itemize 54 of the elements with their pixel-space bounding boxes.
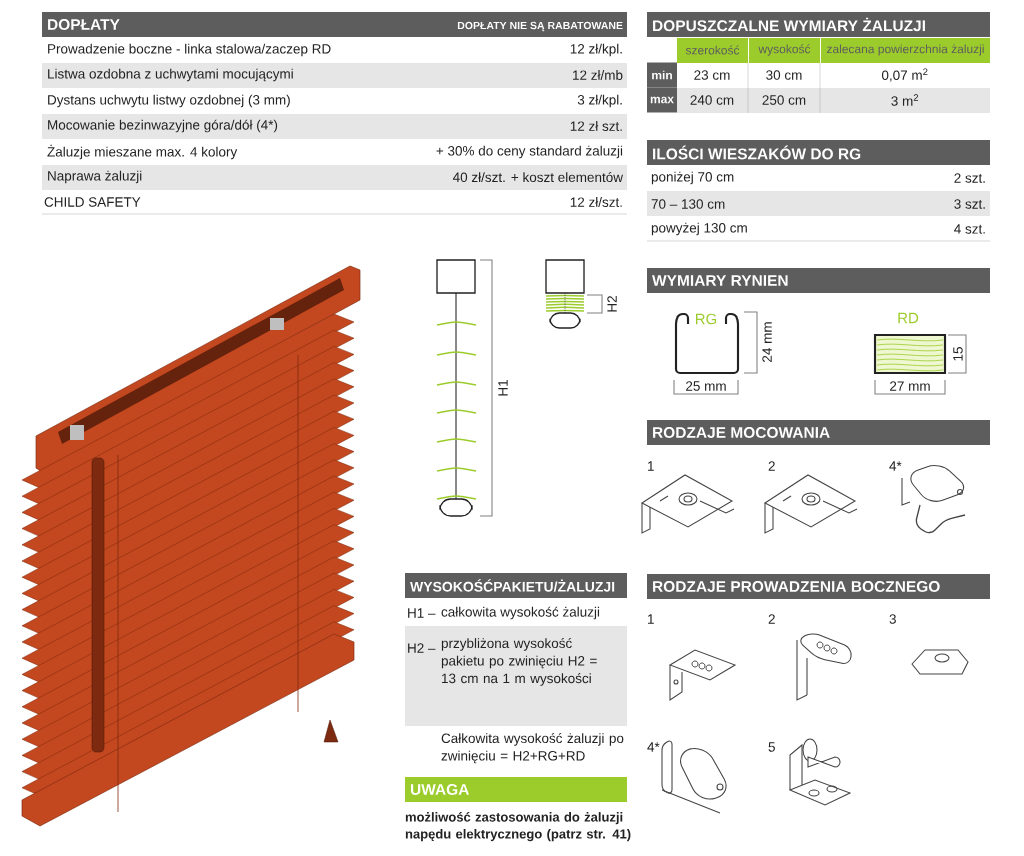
dimension-label: 15 <box>953 347 963 361</box>
dimension-label: 24 mm <box>762 322 772 362</box>
table-cell: 3 m$^{2}$ <box>891 94 919 106</box>
table-cell: 250 cm <box>762 95 806 105</box>
item-number: 4* <box>647 742 660 752</box>
section-header: WYSOKOŚĆPAKIETU/ŻALUZJI <box>405 573 627 598</box>
table-cell: 23 cm <box>694 70 730 80</box>
section-header: RODZAJE PROWADZENIA BOCZNEGO <box>647 574 990 599</box>
definition-term: H2 – <box>408 643 436 653</box>
definition-text: przybliżona wysokość pakietu po zwinięciu H2 = 13 cm na 1 m wysokości <box>441 638 597 686</box>
row-header: min <box>647 62 677 88</box>
table-cell: 3 szt. <box>954 199 985 209</box>
table-cell: 70 – 130 cm <box>651 199 725 209</box>
dimension-label: H1 <box>498 380 508 396</box>
item-number: 1 <box>648 461 654 471</box>
item-number: 4* <box>889 461 902 471</box>
table-cell: 240 cm <box>690 95 734 105</box>
note-text: Całkowita wysokość żaluzji po zwinięciu = H2+RG+RD <box>441 733 624 764</box>
table-cell: 12 zł/mb <box>573 70 623 80</box>
section-header: UWAGA <box>405 777 627 802</box>
section-header: WYMIARY RYNIEN <box>647 268 990 293</box>
column-header: wysokość <box>749 38 820 63</box>
table-cell: 0,07 m$^{2}$ <box>881 68 928 82</box>
dimension-label: 25 mm <box>686 381 726 391</box>
item-number: 2 <box>768 614 775 624</box>
item-number: 5 <box>768 742 775 752</box>
table-cell: Mocowanie bezinwazyjne góra/dół (4*) <box>48 119 278 133</box>
table-cell: Listwa ozdobna z uchwytami mocującymi <box>48 68 293 82</box>
table-cell: Dystans uchwytu listwy ozdobnej (3 mm) <box>48 94 290 108</box>
table-cell: 40 zł/szt. + koszt elementów <box>452 171 623 182</box>
item-number: 1 <box>648 614 654 624</box>
item-number: 3 <box>889 614 896 624</box>
profile-label: RG <box>696 313 717 325</box>
table-cell: CHILD SAFETY <box>44 197 141 207</box>
column-header: szerokość <box>677 38 748 63</box>
table-cell: 12 zł szt. <box>570 121 622 131</box>
row-header: max <box>647 87 677 113</box>
dimension-label: H2 <box>607 296 617 312</box>
table-cell: Naprawa żaluzji <box>48 170 142 184</box>
section-header: DOPŁATY DOPŁATY NIE SĄ RABATOWANE <box>42 12 627 37</box>
table-cell: 3 zł/kpl. <box>577 94 622 108</box>
table-cell: 12 zł/kpl. <box>570 43 622 57</box>
table-cell: Żaluzje mieszane max. 4 kolory <box>47 144 238 160</box>
table-cell: 30 cm <box>766 70 802 80</box>
section-header: ILOŚCI WIESZAKÓW DO RG <box>647 140 990 165</box>
profile-label: RD <box>898 312 919 324</box>
table-cell: + 30% do ceny standard żaluzji <box>436 145 623 159</box>
table-cell: 12 zł/szt. <box>570 197 622 207</box>
section-header: DOPUSZCZALNE WYMIARY ŻALUZJI <box>647 12 990 37</box>
dimension-label: 27 mm <box>890 381 930 391</box>
table-cell: powyżej 130 cm <box>651 222 747 236</box>
item-number: 2 <box>768 461 775 471</box>
table-cell: 4 szt. <box>954 224 985 234</box>
section-header: RODZAJE MOCOWANIA <box>647 420 990 445</box>
